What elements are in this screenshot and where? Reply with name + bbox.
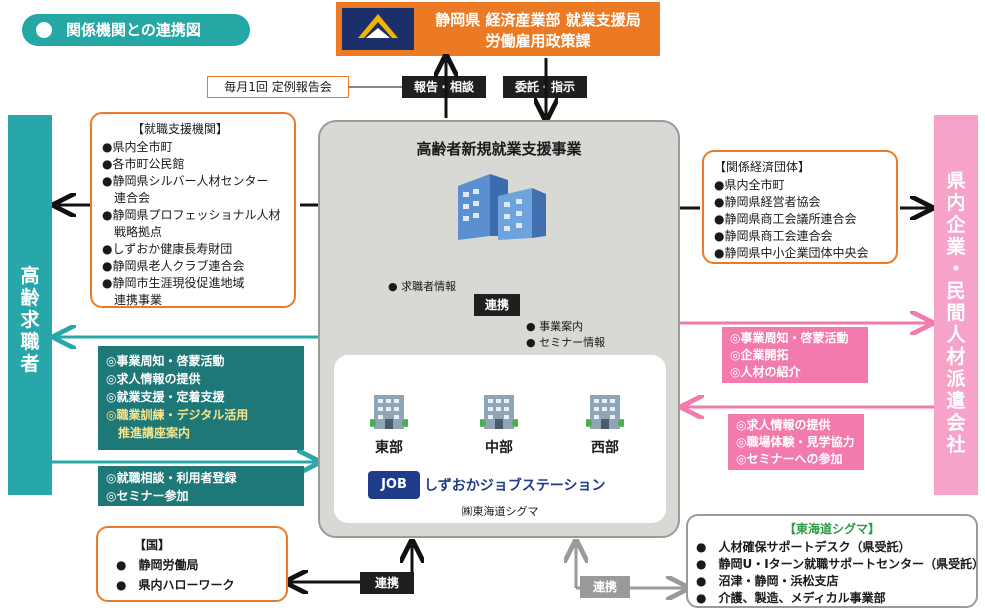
bullet-dot-icon xyxy=(36,22,52,38)
office-line2: 労働雇用政策課 xyxy=(485,32,591,50)
elderly-job-seekers-label: 高齢求職者 xyxy=(20,265,40,375)
list-item: ◎人材の紹介 xyxy=(730,365,801,379)
pink-outreach-box: ◎事業周知・啓蒙活動 ◎企業開拓 ◎人材の紹介 xyxy=(722,327,868,383)
list-item: ◎就職相談・利用者登録 xyxy=(106,471,237,485)
list-item: ●静岡県プロフェッショナル人材 xyxy=(102,208,281,222)
list-item: ◎企業開拓 xyxy=(730,348,789,362)
list-item: 連携事業 xyxy=(102,293,163,307)
list-item: ◎セミナーへの参加 xyxy=(736,452,843,466)
companies-panel: 県内企業・民間人材派遣会社 xyxy=(934,115,978,495)
list-item: ◎事業周知・啓蒙活動 xyxy=(730,331,849,345)
central-branch-label: 中部 xyxy=(485,440,513,456)
project-info-label: ● 事業案内 xyxy=(526,320,584,333)
pink-cooperation-box: ◎求人情報の提供 ◎職場体験・見学協力 ◎セミナーへの参加 xyxy=(728,414,864,470)
list-item: ◎求人情報の提供 xyxy=(106,372,201,386)
job-station-logo: JOB xyxy=(368,471,420,499)
center-title: 高齢者新規就業支援事業 xyxy=(416,140,582,158)
east-branch-label: 東部 xyxy=(375,440,403,456)
national-agencies-box: 【国】 ● 静岡労働局 ● 県内ハローワーク xyxy=(96,526,288,602)
list-item: 推進講座案内 xyxy=(106,426,191,440)
job-station-panel: 東部 中部 西部 JOB しずおかジョブステーション ㈱東海道シグマ xyxy=(334,355,666,523)
employment-support-agencies-box: 【就職支援機関】 ●県内全市町 ●各市町公民館 ●静岡県シルバー人材センター 連… xyxy=(90,112,296,308)
list-item: ●県内全市町 xyxy=(714,178,785,192)
list-item: ●各市町公民館 xyxy=(102,157,185,171)
teal-registration-box: ◎就職相談・利用者登録 ◎セミナー参加 xyxy=(98,466,304,506)
tokaido-sigma-box: 【東海道シグマ】 ● 人材確保サポートデスク（県受託） ● 静岡U・Iターン就職… xyxy=(686,514,984,608)
list-item: ● 沼津・静岡・浜松支店 xyxy=(696,574,839,588)
job-station-name: しずおかジョブステーション xyxy=(424,478,606,494)
list-item: ● 介護、製造、メディカル事業部 xyxy=(696,591,886,605)
renkei-tokaido-label: 連携 xyxy=(580,576,630,598)
operator-label: ㈱東海道シグマ xyxy=(461,505,539,518)
list-item: 戦略拠点 xyxy=(102,225,163,239)
list-item: ◎セミナー参加 xyxy=(106,489,189,503)
diagram-title-text: 関係機関との連携図 xyxy=(66,21,201,39)
teal-services-box: ◎事業周知・啓蒙活動 ◎求人情報の提供 ◎就業支援・定着支援 ◎職業訓練・デジタ… xyxy=(98,346,304,450)
list-item: ◎職場体験・見学協力 xyxy=(736,435,855,449)
job-seeker-info-label: ● 求職者情報 xyxy=(388,280,457,293)
list-item: ◎事業周知・啓蒙活動 xyxy=(106,354,225,368)
list-item: ◎就業支援・定着支援 xyxy=(106,390,225,404)
national-heading: 【国】 xyxy=(134,538,171,552)
list-item: ●静岡県商工会議所連合会 xyxy=(714,212,857,226)
list-item: ●県内全市町 xyxy=(102,140,173,154)
list-item: ●しずおか健康長寿財団 xyxy=(102,242,233,256)
tokaido-heading: 【東海道シグマ】 xyxy=(783,522,880,536)
seminar-info-label: ● セミナー情報 xyxy=(526,336,606,349)
central-branch-building-icon xyxy=(478,391,520,431)
renkei-national-label: 連携 xyxy=(360,572,414,594)
shizuoka-emblem-icon xyxy=(342,8,414,50)
east-branch-building-icon xyxy=(368,391,410,431)
list-item: ● 県内ハローワーク xyxy=(116,578,235,592)
list-item: ●静岡市生涯現役促進地域 xyxy=(102,276,245,290)
employment-support-heading: 【就職支援機関】 xyxy=(132,122,229,136)
list-item: ●静岡県経営者協会 xyxy=(714,195,821,209)
list-item: 連合会 xyxy=(102,191,151,205)
prefecture-office-box: 静岡県 経済産業部 就業支援局 労働雇用政策課 xyxy=(336,2,660,56)
renkei-center-label: 連携 xyxy=(474,294,520,316)
office-line1: 静岡県 経済産業部 就業支援局 xyxy=(435,11,641,29)
west-branch-label: 西部 xyxy=(591,440,619,456)
list-item: ●静岡県商工会連合会 xyxy=(714,229,833,243)
list-item: ● 静岡U・Iターン就職サポートセンター（県受託） xyxy=(696,557,985,571)
companies-label: 県内企業・民間人材派遣会社 xyxy=(946,170,966,456)
report-consult-label: 報告・相談 xyxy=(402,76,486,98)
diagram-title: 関係機関との連携図 xyxy=(22,14,250,46)
list-item: ●静岡県老人クラブ連合会 xyxy=(102,259,245,273)
economic-groups-box: 【関係経済団体】 ●県内全市町 ●静岡県経営者協会 ●静岡県商工会議所連合会 ●… xyxy=(702,150,898,264)
list-item: ●静岡県シルバー人材センター xyxy=(102,174,269,188)
list-item: ● 静岡労働局 xyxy=(116,558,199,572)
list-item: ◎求人情報の提供 xyxy=(736,418,831,432)
office-building-icon xyxy=(450,166,550,248)
list-item: ●静岡県中小企業団体中央会 xyxy=(714,246,869,260)
economic-groups-heading: 【関係経済団体】 xyxy=(714,160,811,174)
list-item: ● 人材確保サポートデスク（県受託） xyxy=(696,540,911,554)
elderly-job-seekers-panel: 高齢求職者 xyxy=(8,115,52,495)
west-branch-building-icon xyxy=(584,391,626,431)
list-item: ◎職業訓練・デジタル活用 xyxy=(106,408,249,422)
report-meeting-label: 毎月1回 定例報告会 xyxy=(207,76,349,98)
